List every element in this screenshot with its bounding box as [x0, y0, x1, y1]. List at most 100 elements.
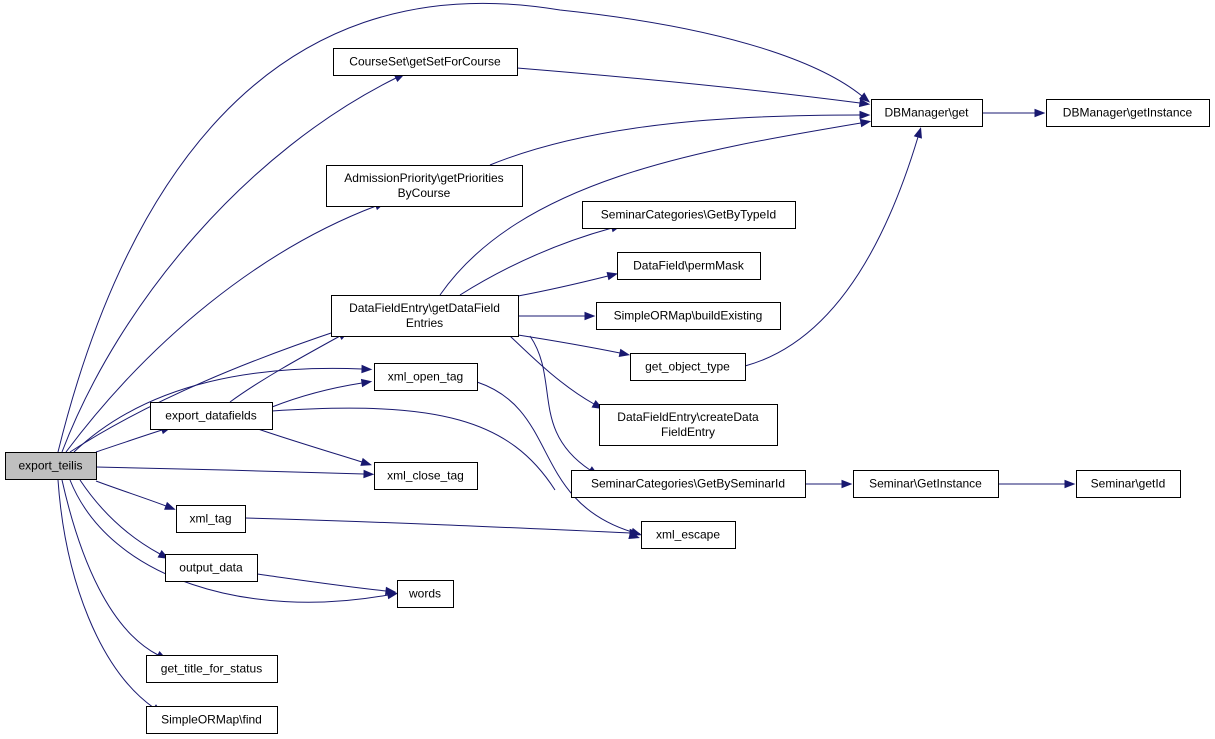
- node-box: [617, 252, 761, 280]
- node-xml-open-tag[interactable]: xml_open_tag: [374, 363, 478, 391]
- edge-datafieldentry_getdatafieldentries-to-dbmanager_get: [439, 118, 872, 296]
- node-box: [326, 165, 523, 207]
- node-xml-escape[interactable]: xml_escape: [641, 521, 736, 549]
- node-box: [333, 48, 518, 76]
- node-datafield-permmask[interactable]: DataField\permMask: [617, 252, 761, 280]
- node-seminarcategories-getbytypeid[interactable]: SeminarCategories\GetByTypeId: [582, 201, 796, 229]
- node-box: [853, 470, 999, 498]
- node-courseset-getsetforcourse[interactable]: CourseSet\getSetForCourse: [333, 48, 518, 76]
- node-label: xml_tag: [189, 512, 231, 526]
- node-seminar-getid[interactable]: Seminar\getId: [1076, 470, 1181, 498]
- edge-line: [79, 479, 161, 555]
- edge-line: [61, 479, 159, 656]
- node-label: AdmissionPriority\getPriorities: [344, 171, 503, 185]
- node-label: DataField\permMask: [633, 259, 745, 273]
- node-xml-close-tag[interactable]: xml_close_tag: [374, 462, 478, 490]
- node-box: [596, 302, 781, 330]
- node-box: [146, 706, 278, 734]
- edge-export_teilis-to-get_title_for_status: [61, 479, 168, 660]
- edge-export_teilis-to-xml_open_tag: [73, 364, 373, 453]
- node-dbmanager-get[interactable]: DBManager\get: [871, 99, 983, 127]
- edge-datafieldentry_getdatafieldentries-to-datafield_permmask: [517, 272, 619, 297]
- arrowhead: [859, 118, 872, 128]
- edge-line: [69, 479, 389, 603]
- node-label: SimpleORMap\buildExisting: [614, 309, 763, 323]
- edge-line: [229, 335, 341, 403]
- edge-export_teilis-to-xml_close_tag: [95, 466, 375, 479]
- node-box: [1046, 99, 1210, 127]
- edge-line: [517, 275, 609, 297]
- edge-line: [73, 367, 363, 453]
- node-dbmanager-getinstance[interactable]: DBManager\getInstance: [1046, 99, 1210, 127]
- edge-export_datafields-to-xml_open_tag: [271, 378, 373, 408]
- edge-get_object_type-to-dbmanager_get: [744, 127, 922, 367]
- node-label: xml_open_tag: [388, 370, 463, 384]
- arrowhead: [360, 457, 372, 466]
- node-box: [641, 521, 736, 549]
- edge-xml_tag-to-xml_escape: [244, 517, 641, 538]
- node-words[interactable]: words: [397, 580, 454, 608]
- edge-line: [61, 77, 397, 453]
- node-label: DataFieldEntry\createData: [617, 410, 759, 424]
- node-label: Entries: [406, 316, 443, 330]
- node-box: [374, 462, 478, 490]
- arrowhead: [1034, 108, 1046, 118]
- node-box: [1076, 470, 1181, 498]
- node-label: xml_escape: [656, 528, 720, 542]
- node-label: Seminar\getId: [1091, 477, 1166, 491]
- edge-datafieldentry_getdatafieldentries-to-get_object_type: [517, 334, 631, 358]
- node-seminarcategories-getbyseminarid[interactable]: SeminarCategories\GetBySeminarId: [571, 470, 806, 498]
- edge-line: [57, 479, 155, 709]
- node-output-data[interactable]: output_data: [165, 554, 258, 582]
- node-simpleormap-find[interactable]: SimpleORMap\find: [146, 706, 278, 734]
- node-label: FieldEntry: [661, 425, 715, 439]
- edge-export_datafields-to-xml_close_tag: [257, 428, 372, 466]
- edge-export_teilis-to-xml_tag: [95, 480, 176, 510]
- edge-admissionpriority_getprioritiesbycourse-to-dbmanager_get: [489, 110, 871, 166]
- arrowhead: [859, 110, 871, 120]
- edge-seminarcategories_getbyseminarid-to-seminar_getinstance: [804, 479, 853, 489]
- arrowhead: [858, 92, 871, 103]
- arrowhead: [841, 479, 853, 489]
- arrowhead: [361, 364, 373, 374]
- node-label: output_data: [179, 561, 243, 575]
- edge-export_teilis-to-dbmanager_get: [57, 2, 871, 453]
- node-label: SeminarCategories\GetBySeminarId: [591, 477, 785, 491]
- node-simpleormap-buildexisting[interactable]: SimpleORMap\buildExisting: [596, 302, 781, 330]
- node-box: [5, 452, 97, 480]
- edge-line: [95, 429, 163, 453]
- edge-line: [459, 227, 613, 296]
- node-export-datafields[interactable]: export_datafields: [150, 402, 273, 430]
- edge-export_teilis-to-export_datafields: [95, 426, 172, 453]
- arrowhead: [858, 98, 871, 108]
- node-xml-tag[interactable]: xml_tag: [176, 505, 246, 533]
- edge-line: [244, 517, 631, 534]
- arrowhead: [584, 311, 596, 321]
- node-label: SeminarCategories\GetByTypeId: [601, 208, 776, 222]
- node-label: DBManager\getInstance: [1063, 106, 1193, 120]
- node-get-object-type[interactable]: get_object_type: [630, 353, 746, 381]
- node-box: [150, 402, 273, 430]
- node-box: [630, 353, 746, 381]
- edge-line: [271, 382, 363, 408]
- edge-export_teilis-to-courseset_getsetforcourse: [61, 73, 406, 453]
- node-label: export_datafields: [165, 409, 256, 423]
- node-label: SimpleORMap\find: [161, 713, 262, 727]
- node-box: [582, 201, 796, 229]
- edge-line: [271, 407, 556, 491]
- node-export-teilis[interactable]: export_teilis: [5, 452, 97, 480]
- node-label: Seminar\GetInstance: [869, 477, 982, 491]
- edge-output_data-to-words: [256, 573, 397, 596]
- arrowhead: [606, 272, 619, 281]
- edge-line: [57, 2, 863, 453]
- edge-line: [69, 329, 341, 453]
- edge-line: [529, 335, 591, 471]
- edge-datafieldentry_getdatafieldentries-to-simpleormap_buildexisting: [517, 311, 596, 321]
- edge-line: [95, 480, 167, 507]
- node-seminar-getinstance[interactable]: Seminar\GetInstance: [853, 470, 999, 498]
- node-get-title-for-status[interactable]: get_title_for_status: [146, 655, 278, 683]
- arrowhead: [385, 586, 397, 596]
